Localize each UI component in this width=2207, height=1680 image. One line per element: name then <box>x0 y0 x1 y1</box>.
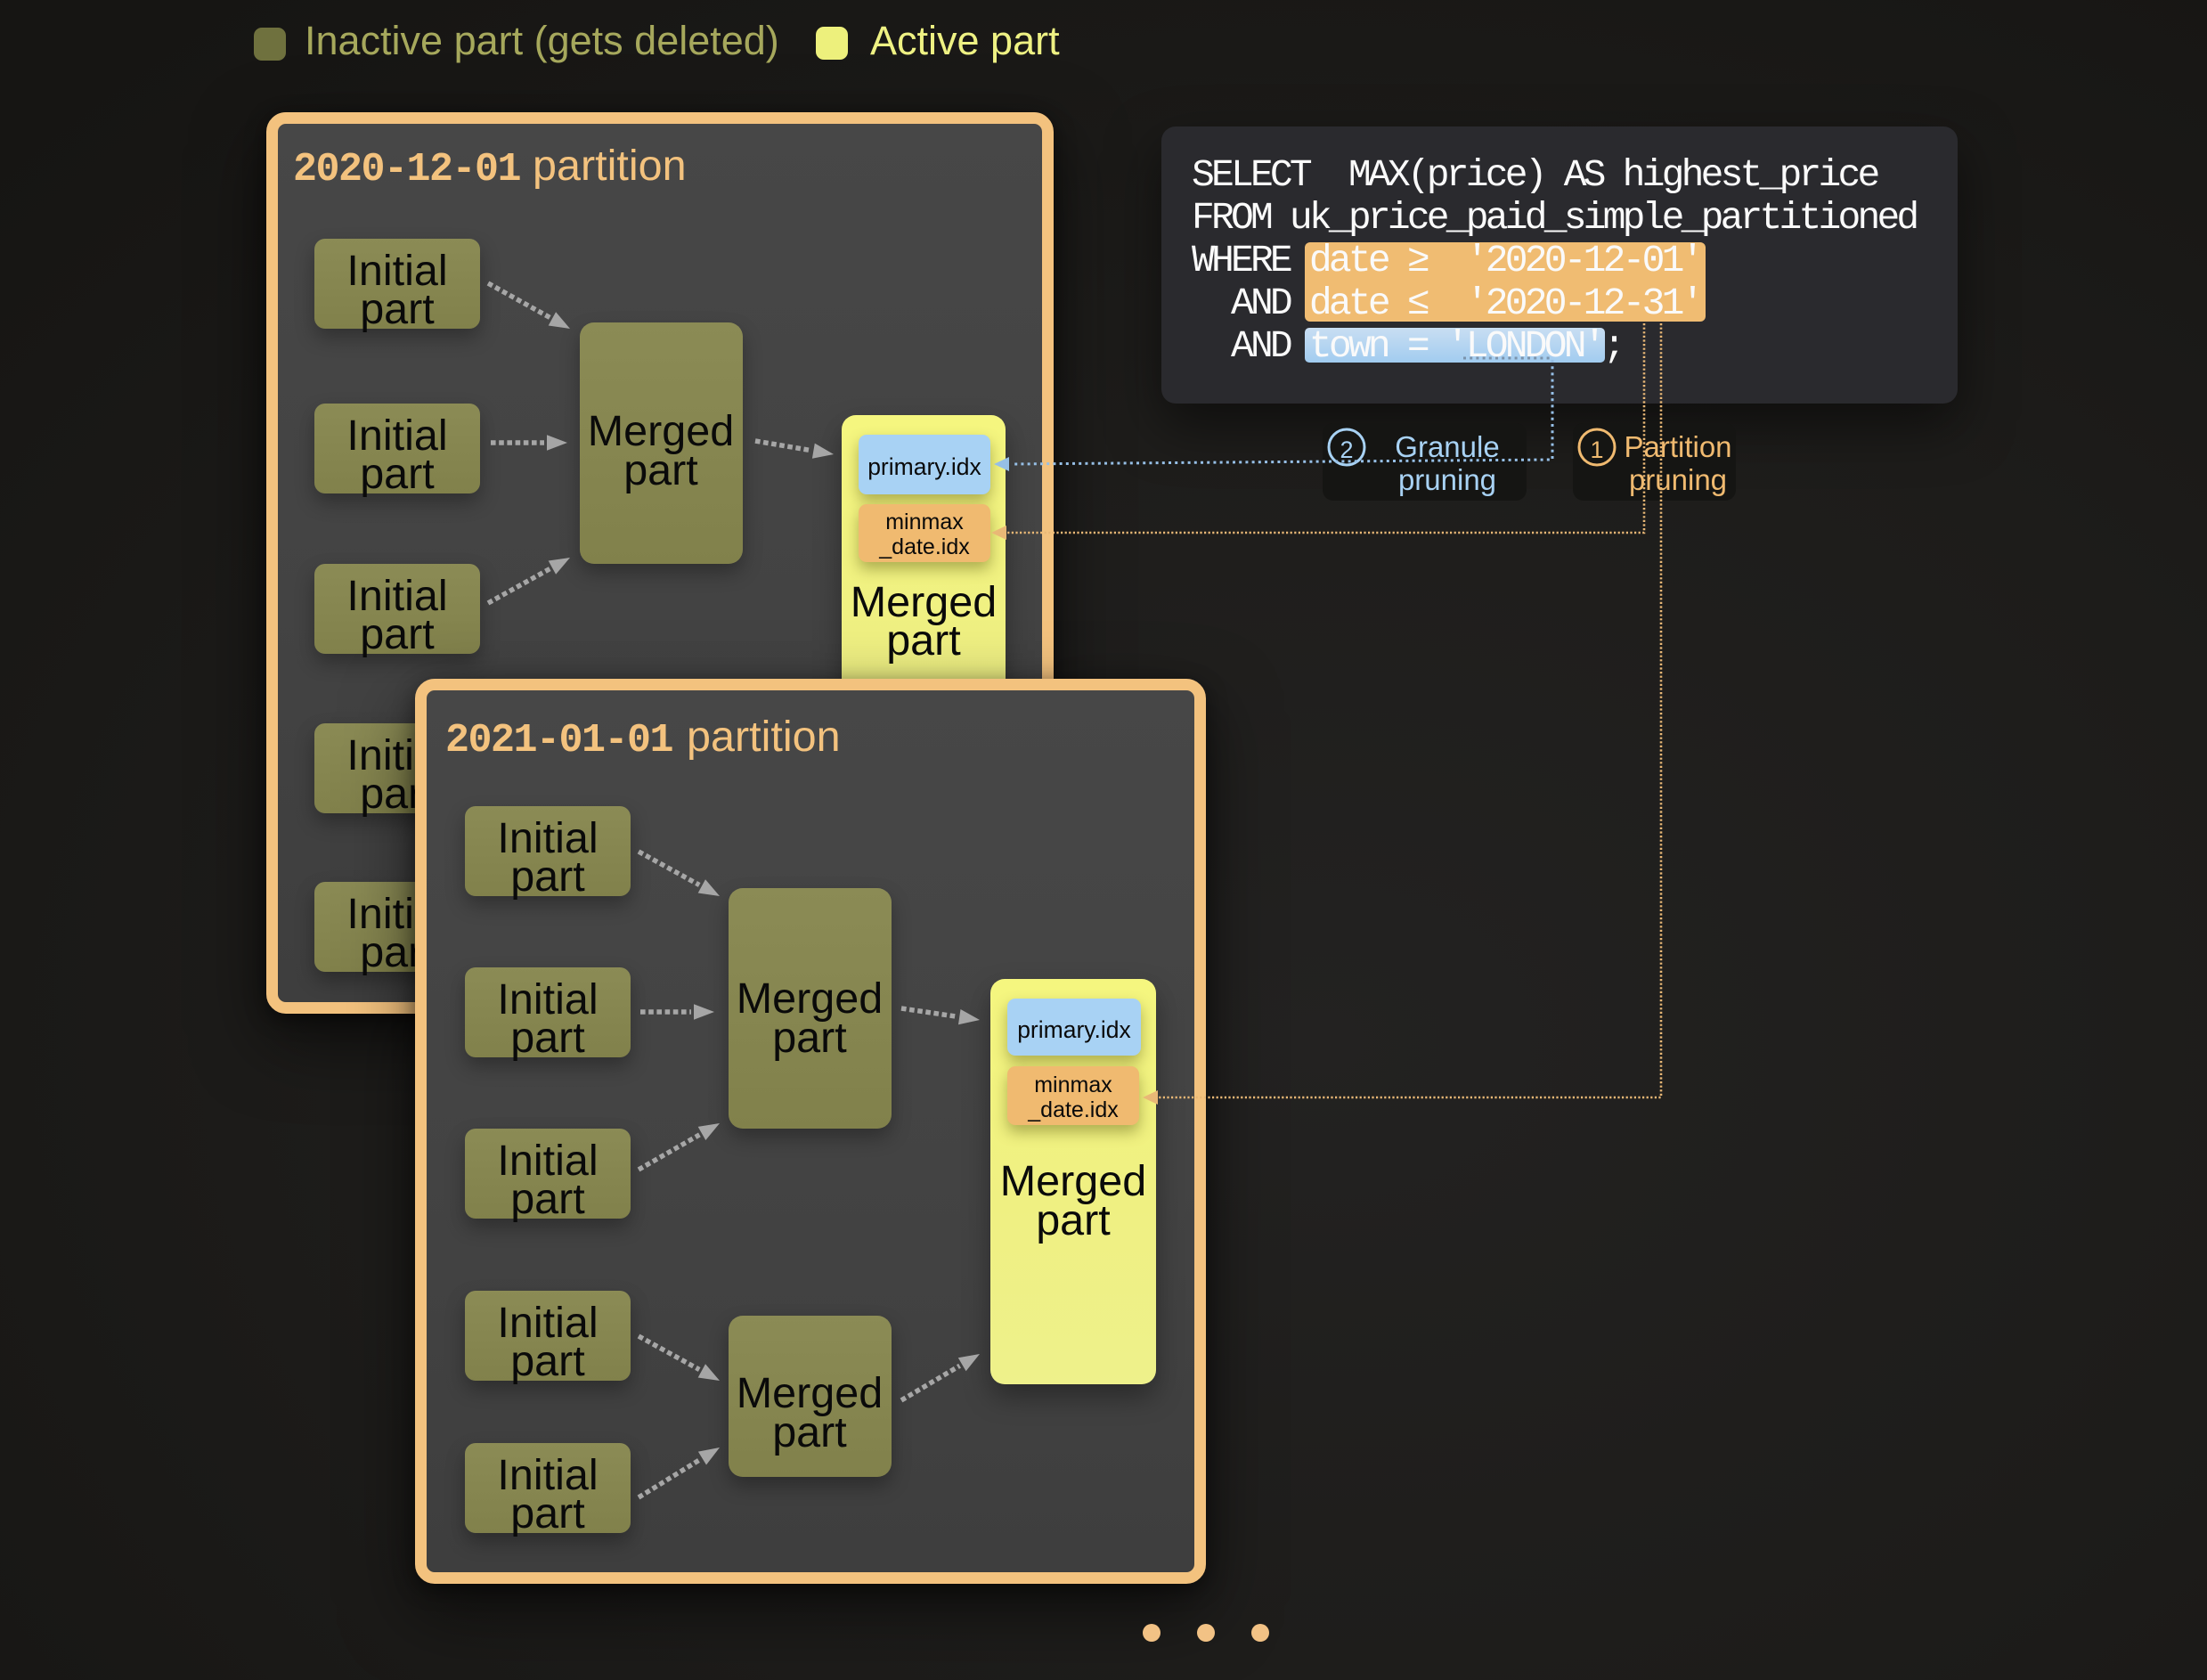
svg-text:_date.idx: _date.idx <box>1027 1097 1119 1122</box>
svg-text:2: 2 <box>1340 436 1353 463</box>
svg-text:part: part <box>510 1175 585 1223</box>
svg-text:pruning: pruning <box>1398 463 1496 496</box>
svg-text:Merged: Merged <box>737 1369 883 1417</box>
svg-text:minmax: minmax <box>1034 1072 1112 1097</box>
svg-text:Initial: Initial <box>497 1451 598 1499</box>
svg-text:FROM uk_price_paid_simple_part: FROM uk_price_paid_simple_partitioned <box>1192 196 1917 240</box>
svg-text:Initial: Initial <box>497 814 598 862</box>
svg-text:partition: partition <box>687 713 841 761</box>
svg-text:pruning: pruning <box>1629 463 1727 496</box>
svg-text:primary.idx: primary.idx <box>867 453 981 480</box>
svg-text:part: part <box>360 610 435 658</box>
svg-text:Merged: Merged <box>588 407 734 455</box>
svg-text:part: part <box>772 1408 847 1456</box>
svg-text:2021-01-01: 2021-01-01 <box>445 718 673 763</box>
svg-text:Active part: Active part <box>870 18 1060 63</box>
svg-text:Initial: Initial <box>346 572 447 620</box>
svg-text:Merged: Merged <box>737 975 883 1023</box>
svg-text:partition: partition <box>533 142 687 190</box>
svg-text:part: part <box>886 616 961 665</box>
svg-text:Initial: Initial <box>346 247 447 295</box>
svg-text:1: 1 <box>1590 436 1603 463</box>
svg-text:Initial: Initial <box>497 1137 598 1185</box>
svg-text:AND date ≤ '2020-12-31': AND date ≤ '2020-12-31' <box>1192 281 1701 325</box>
svg-text:part: part <box>772 1014 847 1062</box>
svg-text:SELECT MAX(price) AS highest_: SELECT MAX(price) AS highest_price <box>1192 153 1877 197</box>
svg-text:WHERE date ≥ '2020-12-01': WHERE date ≥ '2020-12-01' <box>1192 239 1701 282</box>
svg-text:AND town = 'LONDON';: AND town = 'LONDON'; <box>1192 324 1623 368</box>
svg-text:Initial: Initial <box>497 975 598 1023</box>
svg-text:Initial: Initial <box>497 1299 598 1347</box>
svg-text:2020-12-01: 2020-12-01 <box>293 147 521 192</box>
svg-text:Initial: Initial <box>346 412 447 460</box>
svg-text:part: part <box>510 852 585 901</box>
svg-text:part: part <box>510 1337 585 1385</box>
svg-text:part: part <box>623 446 698 494</box>
svg-text:part: part <box>360 285 435 333</box>
svg-text:primary.idx: primary.idx <box>1017 1016 1131 1043</box>
svg-text:part: part <box>360 450 435 498</box>
svg-text:part: part <box>510 1014 585 1062</box>
svg-text:minmax: minmax <box>885 510 964 534</box>
svg-text:part: part <box>1036 1196 1111 1244</box>
svg-text:Inactive part (gets deleted): Inactive part (gets deleted) <box>305 18 779 63</box>
svg-text:Partition: Partition <box>1624 430 1731 463</box>
svg-text:Granule: Granule <box>1395 430 1499 463</box>
svg-text:Merged: Merged <box>851 578 997 626</box>
svg-text:_date.idx: _date.idx <box>878 534 970 559</box>
svg-text:Merged: Merged <box>1000 1157 1146 1205</box>
svg-text:part: part <box>510 1489 585 1537</box>
